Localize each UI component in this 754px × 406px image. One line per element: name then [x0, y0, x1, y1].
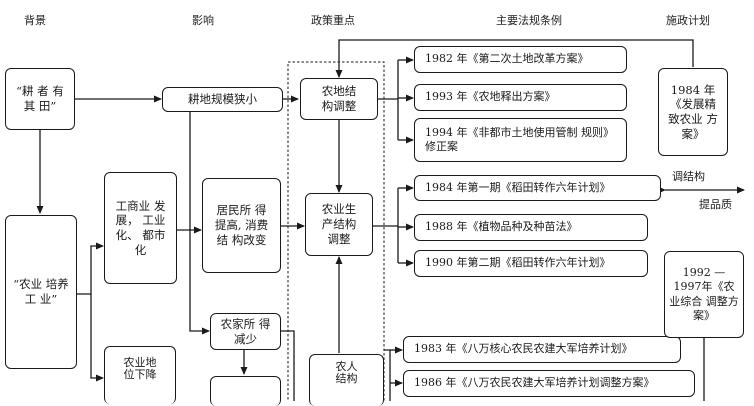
label-adjust-structure: 调结构	[672, 170, 705, 183]
box-cut-fragment	[210, 376, 281, 406]
law-1988-text: 1988 年《植物品种及种苗法》	[425, 220, 578, 234]
box-farmland-shrink: 耕地规模狭小	[162, 87, 283, 112]
box-farmland-structure: 农地结 构调整	[300, 78, 378, 120]
law-1984-text: 1984 年第一期《稻田转作六年计划》	[425, 180, 611, 194]
law-1993: 1993 年《农地释出方案》	[414, 84, 627, 111]
law-1982-text: 1982 年《第二次土地改革方案》	[425, 52, 589, 66]
law-1993-text: 1993 年《农地释出方案》	[425, 90, 556, 104]
header-impact: 影响	[192, 14, 214, 27]
law-1990-text: 1990 年第二期《稻田转作六年计划》	[425, 256, 611, 270]
box-farmland-structure-text: 农地结 构调整	[321, 84, 357, 113]
box-plan-1992: 1992 — 1997年《农 业综合 调整方 案》	[664, 251, 744, 338]
header-plan: 施政计划	[666, 14, 710, 27]
box-farm-income-down: 农家所 得减少	[210, 313, 281, 350]
line-laws3-spine	[384, 349, 391, 401]
header-main-laws: 主要法规条例	[496, 14, 562, 27]
law-1986-text: 1986 年《八万农民农建大军培养计划调整方案》	[414, 376, 655, 390]
header-background: 背景	[24, 14, 46, 27]
box-land-to-tiller-text: “耕 者 有其 田”	[16, 84, 64, 113]
box-land-to-tiller: “耕 者 有其 田”	[5, 68, 75, 130]
box-farmland-shrink-text: 耕地规模狭小	[188, 92, 257, 107]
box-farm-income-down-text: 农家所 得减少	[220, 316, 271, 346]
law-1994: 1994 年《非都市土地使用管制 规则》修正案	[414, 118, 627, 162]
box-income-up-text: 居民所 得提高, 消费结 构改变	[214, 203, 269, 247]
box-agri-nurture-industry-text: “农业 培养工 业”	[13, 277, 69, 306]
law-1994-text: 1994 年《非都市土地使用管制 规则》修正案	[425, 125, 614, 153]
law-1990: 1990 年第二期《稻田转作六年计划》	[414, 250, 648, 277]
box-agri-status-decline: 农业地 位下降	[104, 346, 176, 404]
box-farmer-structure-text: 农人 结构	[335, 360, 358, 386]
label-improve-quality: 提品质	[699, 198, 732, 211]
arrow-to-industrialization	[76, 242, 104, 295]
box-plan-1984: 1984 年 《发展精 致农业 方案》	[658, 68, 728, 156]
box-income-up: 居民所 得提高, 消费结 构改变	[202, 178, 281, 273]
box-production-structure: 农业生 产结构 调整	[305, 193, 373, 256]
law-1983: 1983 年《八万核心农民农建大军培养计划》	[403, 336, 681, 363]
law-1986: 1986 年《八万农民农建大军培养计划调整方案》	[403, 370, 695, 397]
box-farmer-structure: 农人 结构	[309, 354, 384, 406]
box-industrialization: 工商业 发展， 工业化、 都市化	[104, 172, 177, 284]
box-agri-nurture-industry: “农业 培养工 业”	[5, 215, 77, 369]
law-1983-text: 1983 年《八万核心农民农建大军培养计划》	[414, 342, 633, 356]
box-production-structure-text: 农业生 产结构 调整	[321, 202, 357, 246]
law-1988: 1988 年《植物品种及种苗法》	[414, 214, 648, 241]
line-farm-income-right	[281, 330, 295, 401]
law-1984: 1984 年第一期《稻田转作六年计划》	[414, 175, 661, 201]
arrow-to-farm-income	[189, 112, 210, 335]
box-plan-1992-text: 1992 — 1997年《农 业综合 调整方 案》	[669, 266, 739, 322]
box-plan-1984-text: 1984 年 《发展精 致农业 方案》	[668, 82, 718, 141]
arrow-to-agri-decline	[90, 294, 104, 382]
header-policy-focus: 政策重点	[311, 14, 355, 27]
arrow-plan-feedback	[335, 39, 694, 78]
box-agri-status-decline-text: 农业地 位下降	[123, 356, 157, 382]
box-industrialization-text: 工商业 发展， 工业化、 都市化	[115, 198, 166, 257]
law-1982: 1982 年《第二次土地改革方案》	[414, 46, 627, 73]
